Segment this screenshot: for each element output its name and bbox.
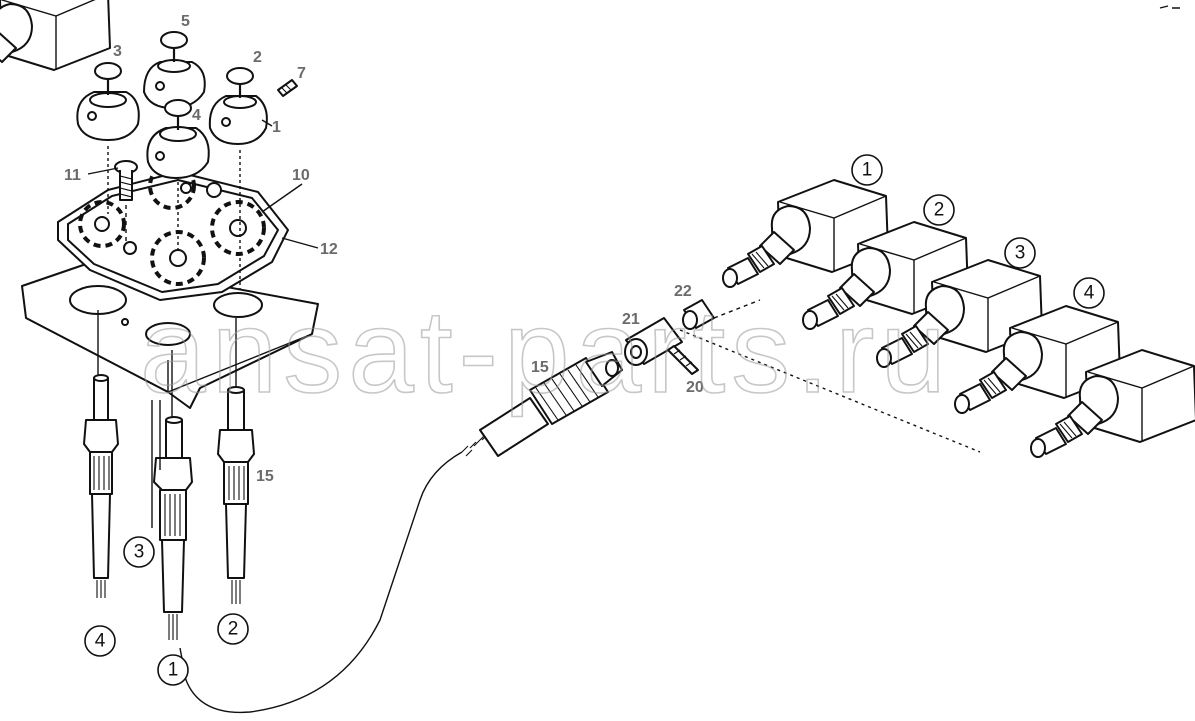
solenoid-valves <box>0 0 1195 458</box>
screw-11 <box>114 160 138 245</box>
callout-cable-3: 3 <box>123 536 155 568</box>
label-21: 21 <box>622 311 640 328</box>
callout-valve-3: 3 <box>1004 237 1036 269</box>
cover-plate <box>57 162 289 301</box>
label-5: 5 <box>181 13 190 30</box>
svg-text:1: 1 <box>168 660 179 681</box>
cable-2-assembly <box>217 386 255 604</box>
watermark-text: ansat-parts.ru <box>140 286 952 418</box>
control-knobs <box>76 31 298 179</box>
label-3: 3 <box>113 43 122 60</box>
label-15-left: 15 <box>256 468 274 485</box>
part-number-labels: 5 3 2 7 4 1 11 10 12 15 15 21 22 20 <box>64 13 704 485</box>
mounting-base-plate <box>21 261 319 409</box>
cable-assemblies <box>83 374 255 640</box>
knob-2 <box>208 67 268 145</box>
label-7: 7 <box>297 65 306 82</box>
svg-text:4: 4 <box>95 631 106 652</box>
svg-text:1: 1 <box>862 160 873 181</box>
callout-valve-2: 2 <box>923 194 955 226</box>
callout-cable-4: 4 <box>84 625 116 657</box>
solenoid-valve <box>0 0 111 71</box>
label-22: 22 <box>674 283 692 300</box>
label-4: 4 <box>192 107 201 124</box>
svg-text:3: 3 <box>1015 243 1026 264</box>
label-1: 1 <box>272 119 281 136</box>
knob-5 <box>143 31 206 109</box>
svg-text:2: 2 <box>934 200 945 221</box>
knob-4 <box>146 99 210 179</box>
label-15-center: 15 <box>531 359 549 376</box>
cable-1-assembly <box>151 400 193 640</box>
label-10: 10 <box>292 167 310 184</box>
pin-7 <box>277 79 298 97</box>
label-20: 20 <box>686 379 704 396</box>
svg-text:4: 4 <box>1084 283 1095 304</box>
callout-cable-2: 2 <box>217 613 249 645</box>
svg-text:2: 2 <box>228 619 239 640</box>
callout-valve-4: 4 <box>1073 277 1105 309</box>
svg-text:3: 3 <box>134 542 145 563</box>
callout-valve-1: 1 <box>851 154 883 186</box>
cable-4-assembly <box>83 374 119 598</box>
label-2: 2 <box>253 49 262 66</box>
alignment-lines <box>97 146 241 420</box>
label-11: 11 <box>64 167 81 184</box>
leader-lines <box>87 119 319 249</box>
knob-3 <box>76 62 140 141</box>
label-12: 12 <box>320 241 338 258</box>
central-cable-fitting <box>179 299 981 714</box>
callout-cable-1: 1 <box>157 654 189 686</box>
circled-callouts: 3 4 2 1 1 2 3 4 <box>84 154 1105 686</box>
corner-mark <box>1159 5 1180 9</box>
